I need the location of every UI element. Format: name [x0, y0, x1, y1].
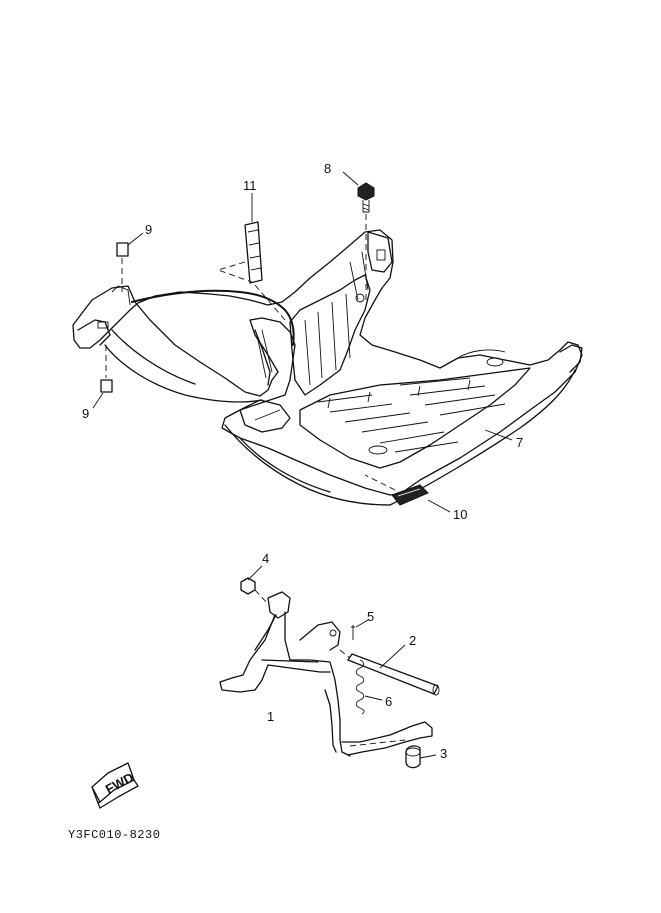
- part-2-shaft: [347, 653, 439, 695]
- callout-10: 10: [453, 507, 467, 522]
- callout-6: 6: [385, 694, 392, 709]
- callout-1: 1: [267, 709, 274, 724]
- part-9-clip-lower: [100, 379, 113, 393]
- main-stand-assembly: [219, 565, 440, 769]
- callout-4: 4: [262, 551, 269, 566]
- part-8-bolt-head: [357, 182, 375, 201]
- forward-direction-arrow: FWD: [91, 762, 139, 809]
- callout-9-lower: 9: [82, 406, 89, 421]
- part-9-clip-upper: [116, 242, 129, 257]
- part-11-strip: [244, 221, 263, 284]
- diagram-code-label: Y3FC010-8230: [68, 828, 161, 842]
- callout-7: 7: [516, 435, 523, 450]
- leader-lines: [92, 171, 513, 513]
- part-3-rubber: [405, 745, 421, 769]
- callout-5: 5: [367, 609, 374, 624]
- callout-3: 3: [440, 746, 447, 761]
- callout-9-upper: 9: [145, 222, 152, 237]
- callout-8: 8: [324, 161, 331, 176]
- part-10-reflector: [391, 484, 429, 506]
- callout-2: 2: [409, 633, 416, 648]
- callout-11: 11: [243, 178, 257, 193]
- part-6-spring: [355, 659, 365, 715]
- footrest-board-part: [72, 229, 583, 506]
- part-4-nut: [240, 577, 256, 595]
